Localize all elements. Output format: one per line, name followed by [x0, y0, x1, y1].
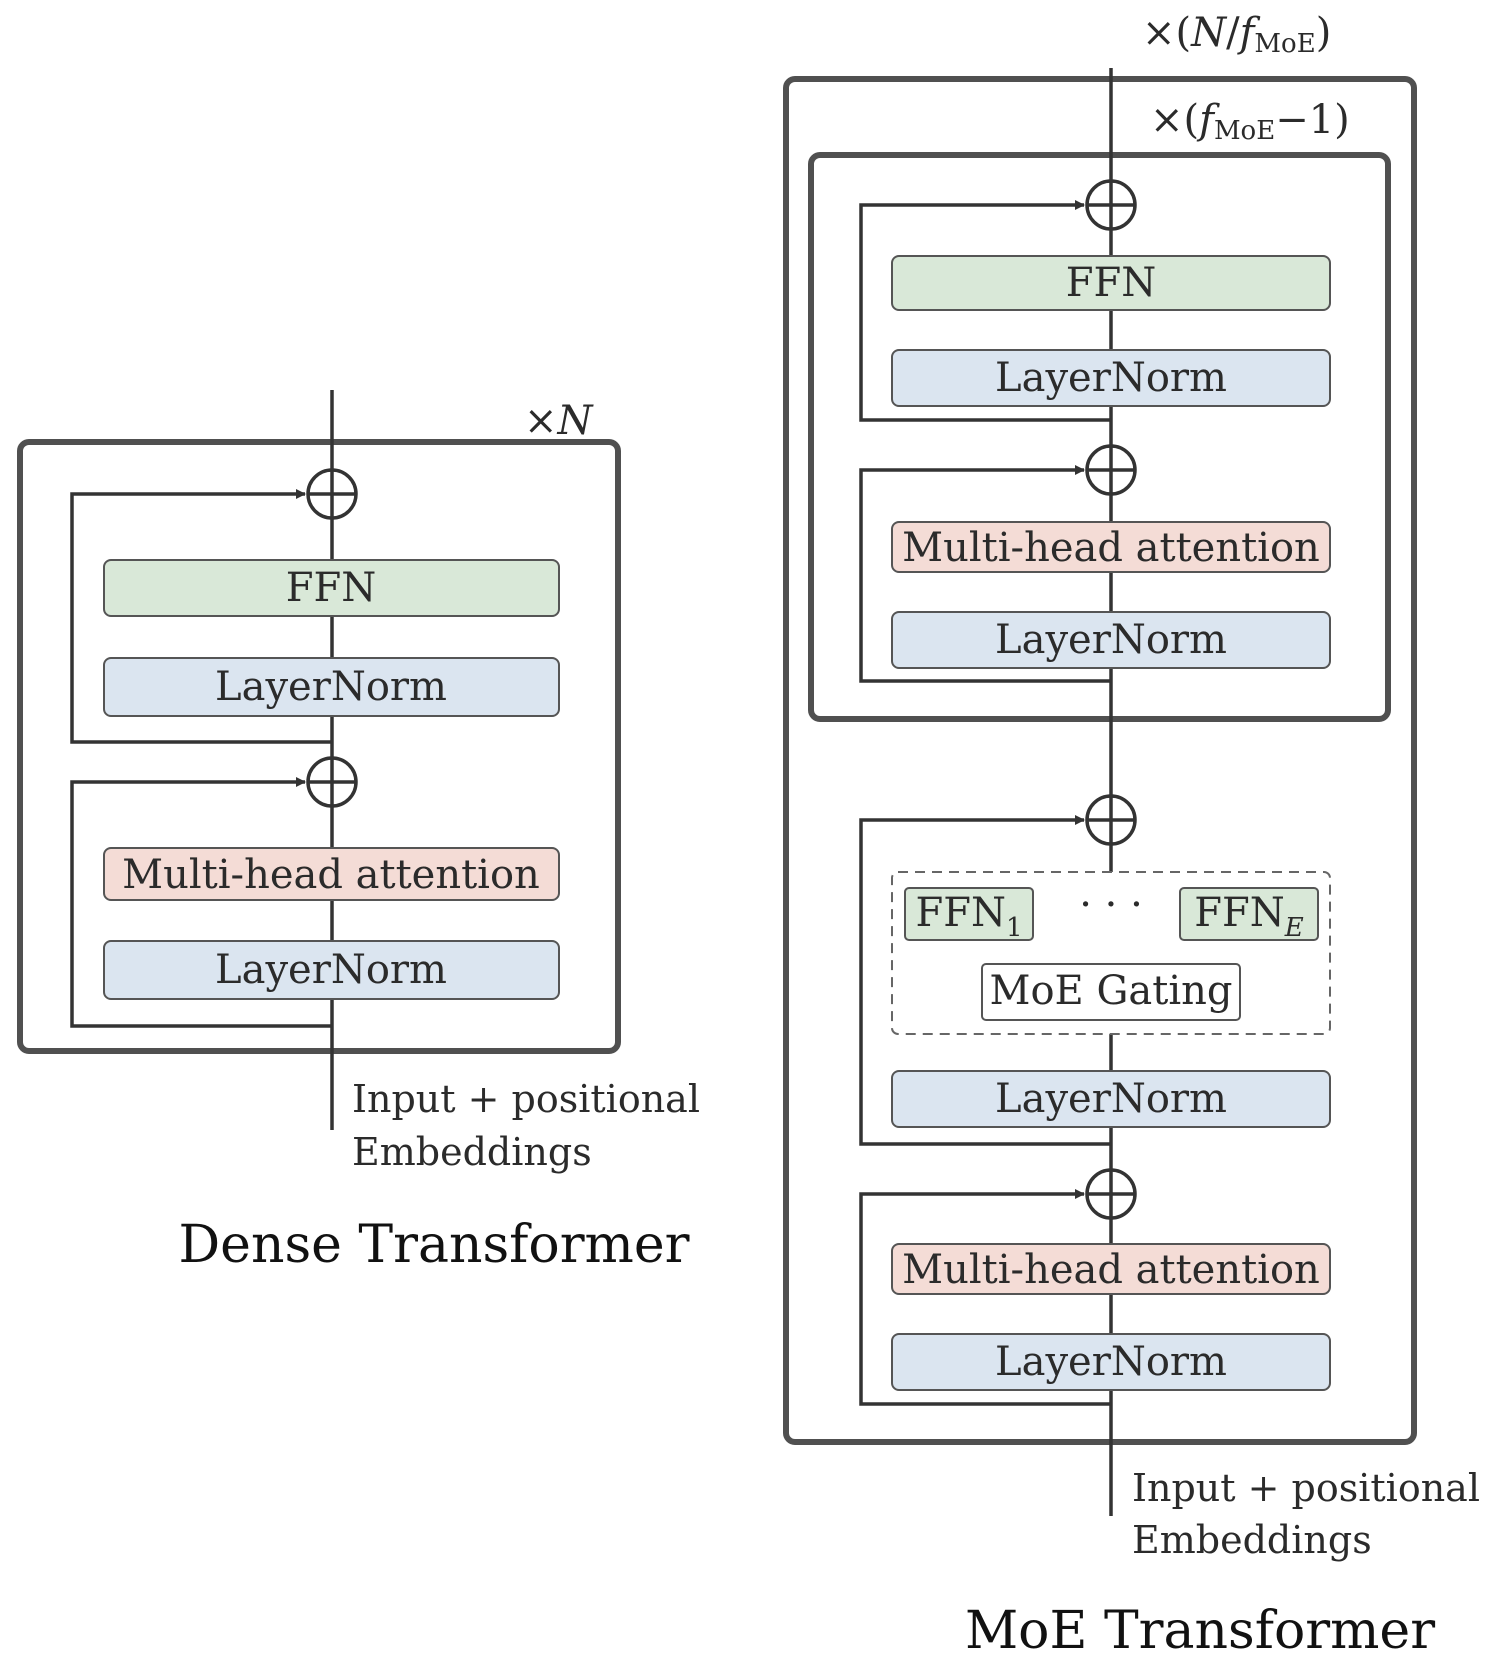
moe-inner-layernorm-top-block	[891, 349, 1331, 407]
moe-add-icon-2	[1085, 444, 1137, 496]
moe-inner-ffn-label: FFN	[1066, 260, 1157, 306]
moe-layernorm-bottom-label: LayerNorm	[995, 1339, 1227, 1385]
moe-expert-last-block	[1179, 887, 1319, 941]
dense-attention-block	[103, 847, 560, 901]
moe-inner-layernorm-bottom-block	[891, 611, 1331, 669]
moe-inner-frame	[808, 152, 1391, 722]
moe-inner-layernorm-top-label: LayerNorm	[995, 355, 1227, 401]
moe-input-label-line2: Embeddings	[1132, 1518, 1372, 1562]
moe-skip-connection-4	[859, 1189, 1111, 1406]
dense-ffn-label: FFN	[286, 565, 377, 611]
moe-gating-label: MoE Gating	[990, 968, 1233, 1014]
moe-attention-bottom-label: Multi-head attention	[902, 1247, 1320, 1293]
moe-skip-connection-2	[859, 465, 1111, 683]
dense-add-icon-bottom	[306, 756, 358, 808]
moe-inner-attention-block	[891, 521, 1331, 573]
dense-caption: Dense Transformer	[178, 1215, 689, 1275]
moe-inner-repeat-label: ×(fMoE−1)	[1150, 97, 1350, 146]
dense-attention-label: Multi-head attention	[122, 852, 540, 898]
moe-inner-ffn-block	[891, 255, 1331, 311]
moe-outer-repeat-label: ×(N/fMoE)	[1142, 10, 1331, 59]
dense-layernorm-bottom-label: LayerNorm	[215, 947, 447, 993]
moe-add-icon-3	[1085, 794, 1137, 846]
dense-layernorm-bottom-block	[103, 940, 560, 1000]
moe-skip-connection-3	[859, 815, 1111, 1146]
moe-skip-connection-1	[859, 200, 1111, 422]
dense-input-label-line1: Input + positional	[352, 1077, 700, 1121]
moe-caption: MoE Transformer	[965, 1601, 1435, 1661]
moe-add-icon-1	[1085, 179, 1137, 231]
moe-gating-block	[981, 963, 1241, 1021]
dense-skip-connection-bottom	[70, 777, 332, 1028]
dense-skip-connection-top	[70, 489, 332, 744]
moe-inner-attention-label: Multi-head attention	[902, 525, 1320, 571]
moe-attention-bottom-block	[891, 1243, 1331, 1295]
dense-add-icon-top	[306, 468, 358, 520]
dense-outer-frame	[17, 439, 621, 1054]
dense-repeat-label: ×N	[524, 398, 595, 444]
moe-expert-first-label: FFN1	[915, 890, 1022, 943]
moe-expert-last-label: FFNE	[1194, 890, 1304, 943]
moe-expert-first-block	[904, 887, 1034, 941]
moe-outer-frame	[783, 76, 1417, 1445]
dense-layernorm-top-block	[103, 657, 560, 717]
moe-transformer: FFN LayerNorm Multi-head attention Layer…	[783, 10, 1480, 1661]
dense-layernorm-top-label: LayerNorm	[215, 664, 447, 710]
moe-add-icon-4	[1085, 1168, 1137, 1220]
moe-layernorm-block	[891, 1070, 1331, 1128]
moe-expert-dots: · · ·	[1079, 882, 1143, 928]
dense-ffn-block	[103, 559, 560, 617]
moe-inner-layernorm-bottom-label: LayerNorm	[995, 617, 1227, 663]
moe-layernorm-label: LayerNorm	[995, 1076, 1227, 1122]
moe-input-label-line1: Input + positional	[1132, 1466, 1480, 1510]
moe-layernorm-bottom-block	[891, 1333, 1331, 1391]
dense-input-label-line2: Embeddings	[352, 1130, 592, 1174]
dense-transformer: FFN LayerNorm Multi-head attention Layer…	[17, 390, 700, 1275]
